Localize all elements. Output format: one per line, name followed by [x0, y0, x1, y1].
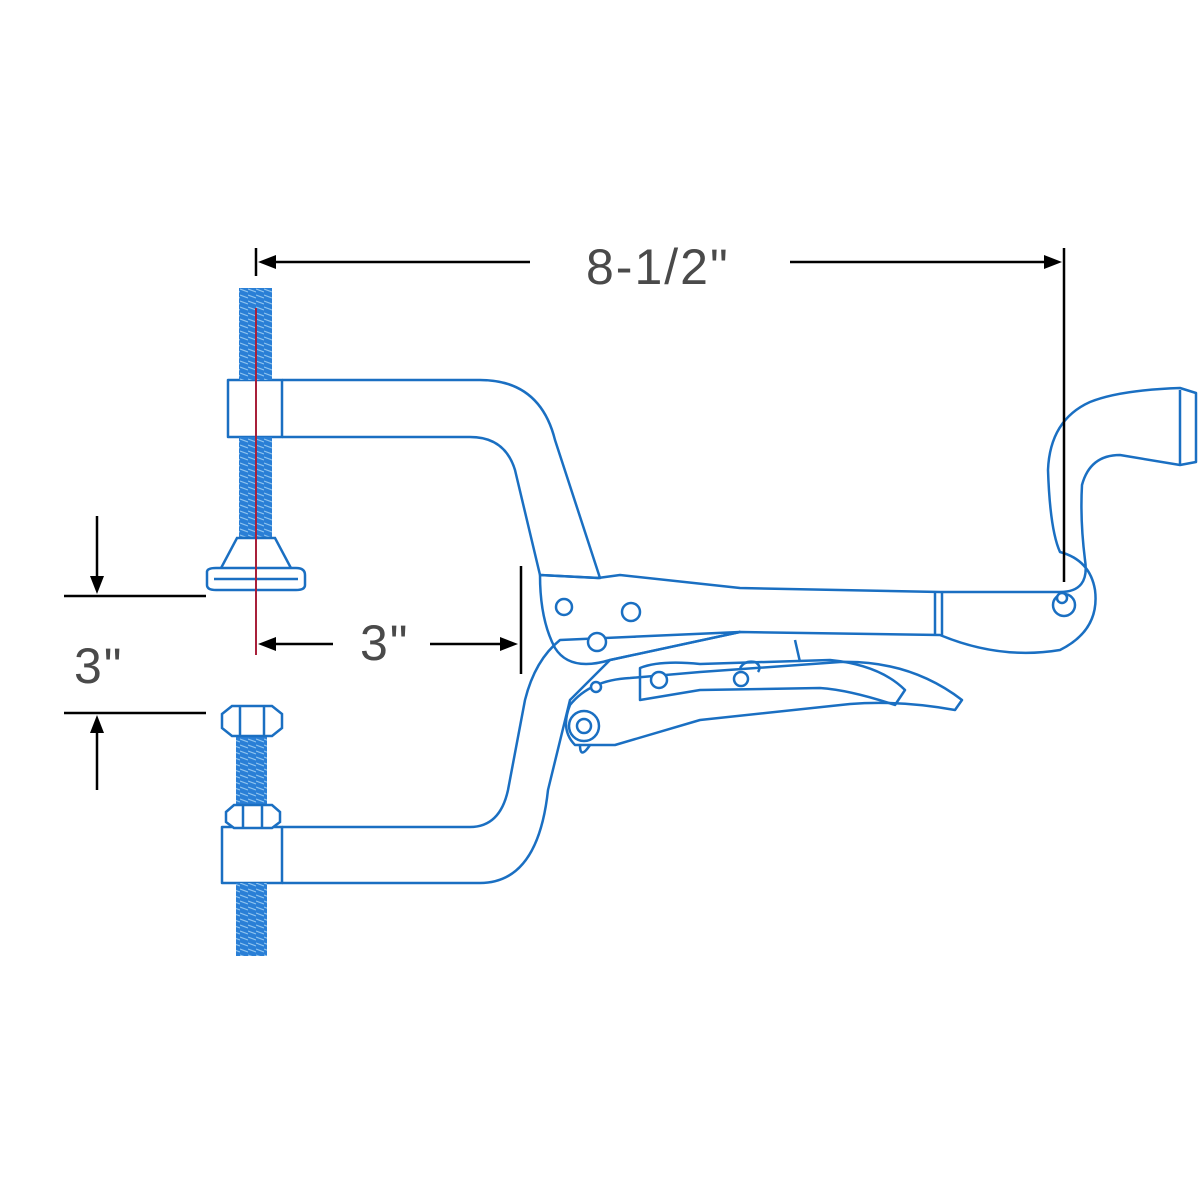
pliers-body — [538, 386, 1198, 754]
jaw-arrow-top — [90, 576, 104, 594]
jaw-opening-label: 3" — [74, 638, 124, 694]
rivet-2 — [620, 601, 642, 623]
rivet-5 — [649, 670, 669, 690]
overall-arrow-right — [1044, 255, 1062, 269]
upper-arm-body — [282, 378, 602, 580]
overall-arrow-left — [258, 255, 276, 269]
pivot-inner — [575, 717, 593, 735]
throat-arrow-left — [258, 637, 276, 651]
rivet-1 — [554, 597, 574, 617]
throat-arrow-right — [500, 637, 518, 651]
rivets — [554, 591, 1077, 743]
adjust-screw-inner — [1055, 591, 1069, 605]
overall-width-label: 8-1/2" — [586, 239, 730, 295]
lever-pin-line — [793, 639, 802, 663]
jaw-arrow-bottom — [90, 715, 104, 733]
hex-bolt-head — [220, 704, 284, 738]
rivet-3 — [586, 631, 608, 653]
dimension-lines — [64, 248, 1066, 790]
upper-arm — [226, 378, 602, 580]
handle-hinge — [578, 744, 592, 754]
throat-depth-label: 3" — [360, 615, 410, 671]
rivet-6 — [732, 670, 750, 688]
release-lever — [638, 658, 907, 707]
pliers-fixed-handle — [538, 386, 1198, 666]
lower-screw-thread-bottom — [236, 883, 267, 956]
lower-screw — [220, 704, 284, 956]
pliers-movable-handle — [564, 660, 964, 747]
rivet-4 — [589, 680, 603, 694]
lower-arm-body — [282, 630, 742, 885]
lower-collar — [220, 825, 284, 885]
lower-screw-thread-top — [236, 733, 267, 805]
lock-nut — [224, 803, 282, 830]
lower-arm — [220, 630, 742, 885]
